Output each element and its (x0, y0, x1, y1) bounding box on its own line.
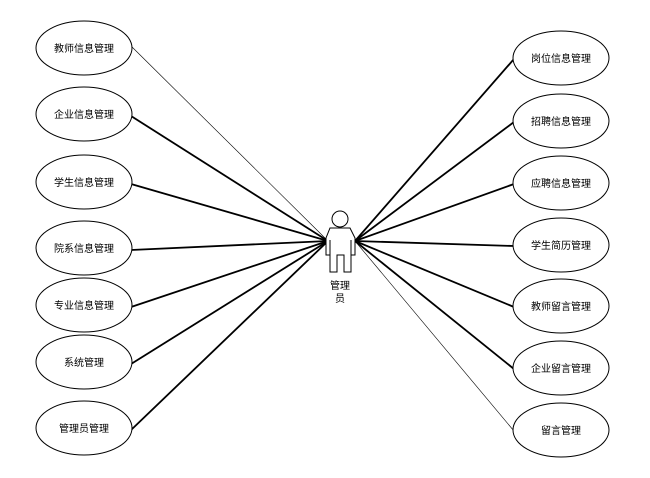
use-case-right-5-shape (512, 278, 610, 334)
association-left-7 (130, 240, 329, 431)
association-left-2 (130, 115, 329, 242)
use-case-right-1-shape (512, 30, 610, 86)
association-right-5 (354, 240, 515, 308)
association-left-6 (130, 240, 329, 365)
use-case-left-2-shape (35, 86, 133, 142)
use-case-left-6-shape (35, 334, 133, 390)
use-case-left-1-label: 教师信息管理 (54, 42, 114, 55)
use-case-right-2: 招聘信息管理 (512, 93, 610, 149)
association-lines (130, 45, 515, 432)
association-left-1 (130, 45, 329, 242)
association-right-4 (354, 240, 514, 247)
use-case-left-4: 院系信息管理 (35, 220, 133, 276)
use-case-left-4-shape (35, 220, 133, 276)
use-case-right-7-shape (512, 402, 610, 458)
actor-label-line2: 员 (335, 293, 345, 305)
use-case-right-1: 岗位信息管理 (512, 30, 610, 86)
use-case-left-6: 系统管理 (35, 334, 133, 390)
actor-administrator: 管理 员 (325, 210, 356, 305)
use-case-right-3-shape (512, 155, 610, 211)
use-case-right-4: 学生简历管理 (512, 217, 610, 273)
use-case-right-5: 教师留言管理 (512, 278, 610, 334)
use-case-left-7-shape (35, 400, 133, 456)
association-right-3 (354, 183, 515, 242)
association-right-2 (354, 121, 515, 242)
person-icon (325, 210, 356, 273)
use-case-right-4-shape (512, 217, 610, 273)
use-case-right-3: 应聘信息管理 (512, 155, 610, 211)
use-case-left-2-label: 企业信息管理 (54, 108, 114, 121)
use-case-left-1: 教师信息管理 (35, 20, 133, 76)
use-case-right-2-label: 招聘信息管理 (531, 115, 591, 128)
association-right-7 (354, 240, 515, 432)
association-left-5 (130, 240, 329, 308)
use-case-right-2-shape (512, 93, 610, 149)
actor-label-line1: 管理 (330, 279, 350, 292)
use-case-right-5-label: 教师留言管理 (531, 300, 591, 313)
use-case-right-1-label: 岗位信息管理 (531, 52, 591, 65)
use-case-left-1-shape (35, 20, 133, 76)
use-case-left-6-label: 系统管理 (64, 356, 104, 369)
use-case-left-3-label: 学生信息管理 (54, 176, 114, 189)
association-left-3 (130, 183, 329, 242)
use-case-right-6: 企业留言管理 (512, 340, 610, 396)
association-right-6 (354, 240, 515, 370)
use-case-left-5-shape (35, 277, 133, 333)
use-case-right-7: 留言管理 (512, 402, 610, 458)
use-case-left-7-label: 管理员管理 (59, 422, 109, 435)
use-case-right-7-label: 留言管理 (541, 424, 581, 437)
use-case-right-6-label: 企业留言管理 (531, 362, 591, 375)
use-case-left-2: 企业信息管理 (35, 86, 133, 142)
use-case-right-6-shape (512, 340, 610, 396)
use-case-right-3-label: 应聘信息管理 (531, 177, 591, 190)
association-left-4 (130, 240, 329, 251)
use-case-right-4-label: 学生简历管理 (531, 239, 591, 252)
use-case-left-3-shape (35, 154, 133, 210)
use-case-left-3: 学生信息管理 (35, 154, 133, 210)
use-case-left-5: 专业信息管理 (35, 277, 133, 333)
use-case-left-4-label: 院系信息管理 (54, 242, 114, 255)
use-case-left-7: 管理员管理 (35, 400, 133, 456)
use-case-left-5-label: 专业信息管理 (54, 299, 114, 312)
association-right-1 (354, 58, 515, 242)
